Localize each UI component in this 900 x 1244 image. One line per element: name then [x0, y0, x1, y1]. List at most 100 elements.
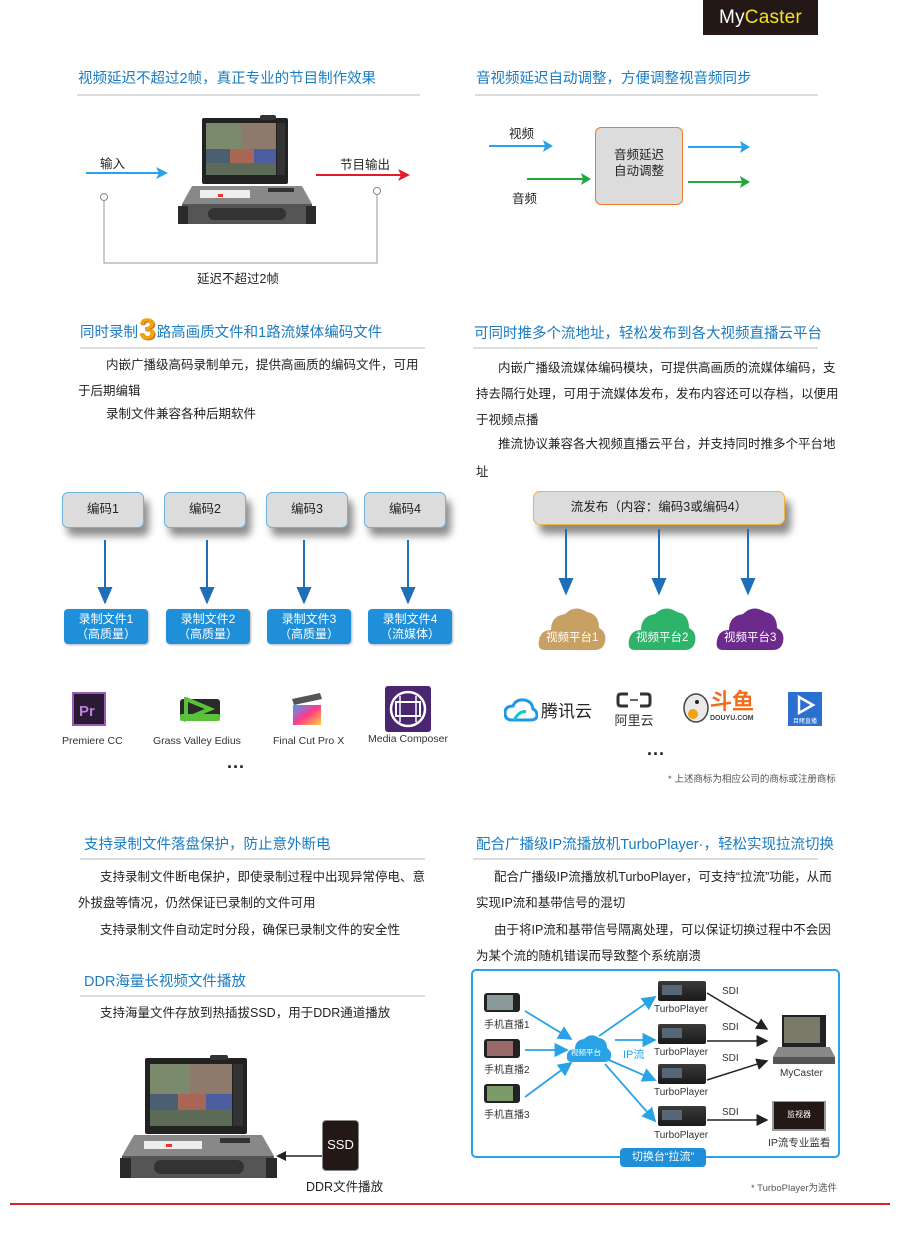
- phone-label-3: 手机直播3: [484, 1110, 530, 1121]
- tencent-cloud-icon: [504, 697, 538, 721]
- record-file-box-4: 录制文件4（流媒体）: [368, 609, 452, 644]
- streaming-para-2: 推流协议兼容各大视频直播云平台，并支持同时推多个平台地址: [476, 437, 836, 479]
- sdi-label-3: SDI: [722, 1053, 739, 1064]
- audio-out-arrow-icon: [688, 176, 750, 188]
- software-label-media-composer: Media Composer: [368, 733, 448, 745]
- phone-label-2: 手机直播2: [484, 1065, 530, 1076]
- ddr-para-1: 支持海量文件存放到热插拔SSD，用于DDR通道播放: [100, 1006, 391, 1020]
- phone-icon-3: [484, 1084, 520, 1103]
- monitor-caption: IP流专业监看: [768, 1137, 831, 1149]
- audio-label: 音频: [512, 192, 538, 206]
- recording-title: 同时录制 3 路高画质文件和1路流媒体编码文件: [80, 313, 383, 346]
- final-cut-icon: [292, 693, 322, 725]
- platform-cloud-3: 视频平台3: [715, 604, 785, 652]
- record-file-box-2: 录制文件2（高质量）: [166, 609, 250, 644]
- turboplayer-label-2: TurboPlayer: [654, 1047, 709, 1058]
- input-label: 输入: [100, 157, 126, 171]
- phone-label-1: 手机直播1: [484, 1020, 530, 1031]
- latency-title: 视频延迟不超过2帧，真正专业的节目制作效果: [78, 71, 377, 87]
- turboplayer-device-1: [658, 981, 706, 1001]
- delay-bracket: [100, 187, 381, 264]
- output-label: 节目输出: [340, 158, 391, 172]
- cloud-icon: [716, 608, 784, 650]
- encoder-arrow-1: [97, 587, 113, 604]
- premiere-icon: Pr: [72, 692, 106, 726]
- av-sync-title: 音视频延迟自动调整，方便调整视音频同步: [476, 71, 752, 87]
- sdi-label-2: SDI: [722, 1022, 739, 1033]
- encoder-box-3: 编码3: [266, 492, 348, 528]
- stream-arrows: [558, 529, 756, 596]
- input-arrow-icon: [86, 167, 168, 179]
- software-label-premiere: Premiere CC: [62, 735, 123, 747]
- power-protect-para-2: 支持录制文件自动定时分段，确保已录制文件的安全性: [100, 923, 401, 937]
- ddr-caption: DDR文件播放: [306, 1180, 384, 1194]
- mycaster-device-image-ddr: [120, 1055, 277, 1178]
- logo-tencent-cloud: 腾讯云: [504, 697, 592, 722]
- audio-delay-box: 音频延迟 自动调整: [595, 127, 683, 205]
- turboplayer-rule: [473, 858, 818, 860]
- video-arrow-icon: [489, 140, 553, 152]
- platform-ellipsis: ...: [647, 739, 666, 759]
- turboplayer-device-2: [658, 1024, 706, 1044]
- pull-stream-arrows: [524, 992, 769, 1126]
- encoder-arrows: [97, 540, 416, 604]
- turboplayer-title: 配合广播级IP流播放机TurboPlayer·，轻松实现拉流切换: [476, 837, 834, 853]
- software-label-final-cut: Final Cut Pro X: [273, 735, 345, 747]
- trademark-note: * 上述商标为相应公司的商标或注册商标: [668, 774, 836, 785]
- encoder-arrow-2: [199, 587, 215, 604]
- mycaster-device-small: [773, 1015, 835, 1064]
- platform-cloud-2: 视频平台2: [627, 604, 697, 652]
- ssd-icon: SSD: [322, 1120, 359, 1171]
- media-composer-icon: [385, 686, 431, 732]
- turboplayer-note: * TurboPlayer为选件: [751, 1183, 838, 1194]
- software-label-edius: Grass Valley Edius: [153, 735, 241, 747]
- aliyun-icon: [616, 692, 652, 708]
- encoder-arrow-4: [400, 587, 416, 604]
- svg-text:Pr: Pr: [79, 703, 95, 720]
- logo-douyu: 斗鱼 DOUYU.COM: [682, 690, 762, 730]
- encoder-box-1: 编码1: [62, 492, 144, 528]
- logo-aliyun: 阿里云: [614, 692, 654, 729]
- cloud-icon: [538, 608, 606, 650]
- recording-para-2: 录制文件兼容各种后期软件: [106, 407, 257, 421]
- record-file-box-1: 录制文件1（高质量）: [64, 609, 148, 644]
- pull-stream-frame-label: 切换台“拉流”: [620, 1148, 706, 1167]
- footer-rule: [10, 1203, 890, 1205]
- phone-icon-2: [484, 1039, 520, 1058]
- mycaster-device-image: [178, 115, 316, 224]
- sdi-label-1: SDI: [722, 986, 739, 997]
- turboplayer-para-2: 由于将IP流和基带信号隔离处理，可以保证切换过程中不会因为某个流的随机错误而导致…: [476, 923, 831, 963]
- record-file-box-3: 录制文件3（高质量）: [267, 609, 351, 644]
- stream-publish-box: 流发布（内容：编码3或编码4）: [533, 491, 785, 525]
- turboplayer-label-3: TurboPlayer: [654, 1087, 709, 1098]
- streaming-para-1: 内嵌广播级流媒体编码模块，可提供高画质的流媒体编码，支持去隔行处理，可用于流媒体…: [476, 361, 839, 427]
- brand-logo: MyCaster: [703, 0, 818, 35]
- recording-rule: [80, 347, 425, 349]
- video-label: 视频: [509, 127, 535, 141]
- power-protect-title: 支持录制文件落盘保护，防止意外断电: [84, 837, 331, 853]
- output-arrow-icon: [316, 169, 410, 181]
- streaming-title: 可同时推多个流地址，轻松发布到各大视频直播云平台: [474, 326, 822, 342]
- power-protect-para-1: 支持录制文件断电保护，即使录制过程中出现异常停电、意外拔盘等情况，仍然保证已录制…: [78, 870, 426, 910]
- audio-arrow-icon: [527, 173, 591, 185]
- turboplayer-para-1: 配合广播级IP流播放机TurboPlayer，可支持“拉流”功能，从而实现IP流…: [476, 870, 832, 910]
- encoder-box-2: 编码2: [164, 492, 246, 528]
- av-sync-rule: [475, 94, 818, 96]
- ddr-rule: [80, 995, 425, 997]
- latency-rule: [77, 94, 420, 96]
- turboplayer-device-3: [658, 1064, 706, 1084]
- mycaster-label: MyCaster: [780, 1068, 823, 1079]
- douyu-icon: [683, 693, 709, 723]
- ip-stream-label: IP流: [623, 1049, 645, 1061]
- software-ellipsis: ...: [227, 752, 246, 772]
- recording-para-1: 内嵌广播级高码录制单元，提供高画质的编码文件，可用于后期编辑: [78, 358, 419, 398]
- video-out-arrow-icon: [688, 141, 750, 153]
- cloud-icon: [566, 1035, 612, 1062]
- stream-arrow-2: [651, 578, 667, 596]
- mudu-icon: [797, 694, 816, 716]
- turboplayer-device-4: [658, 1106, 706, 1126]
- delay-label: 延迟不超过2帧: [197, 272, 279, 286]
- video-platform-cloud: 视频平台: [566, 1032, 612, 1064]
- logo-mudu: 目睹直播: [788, 692, 822, 726]
- stream-arrow-3: [740, 578, 756, 596]
